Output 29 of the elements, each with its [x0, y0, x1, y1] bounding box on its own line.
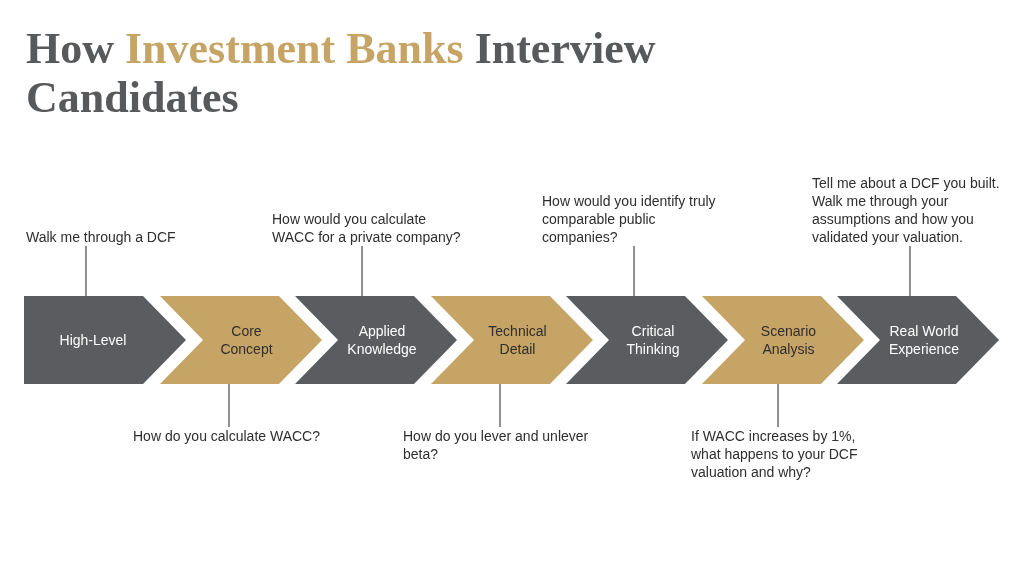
chevron-step: [159, 296, 322, 384]
question-text: If WACC increases by 1%, what happens to your DCF valuation and why?: [691, 427, 876, 481]
chevron-step: [295, 296, 457, 384]
question-text: How would you identify truly comparable public companies?: [542, 192, 722, 246]
leader-line: [777, 383, 779, 428]
leader-line: [361, 245, 363, 297]
chevron-step: [430, 296, 593, 384]
leader-line: [909, 245, 911, 297]
question-text: How do you calculate WACC?: [133, 427, 320, 445]
step-label: Technical Detail: [487, 322, 548, 358]
question-text: How would you calculate WACC for a private company?: [272, 210, 464, 246]
step-label: Critical Thinking: [625, 322, 681, 358]
step-label: Core Concept: [219, 322, 274, 358]
question-text: How do you lever and unlever beta?: [403, 427, 603, 463]
leader-line: [85, 245, 87, 297]
question-text: Walk me through a DCF: [26, 228, 176, 246]
chevron-step: [837, 296, 999, 384]
chevron-step: [701, 296, 864, 384]
leader-line: [633, 245, 635, 297]
slide-title: How Investment Banks Interview Candidates: [26, 24, 657, 122]
chevron-step: [566, 296, 728, 384]
step-label: High-Level: [59, 331, 127, 349]
leader-line: [499, 383, 501, 428]
step-label: Applied Knowledge: [346, 322, 418, 358]
step-label: Scenario Analysis: [759, 322, 818, 358]
question-text: Tell me about a DCF you built. Walk me through your assumptions and how you validated your valuation.: [812, 174, 1007, 246]
leader-line: [228, 383, 230, 428]
chevron-step: [24, 296, 186, 384]
step-label: Real World Experience: [887, 322, 960, 358]
